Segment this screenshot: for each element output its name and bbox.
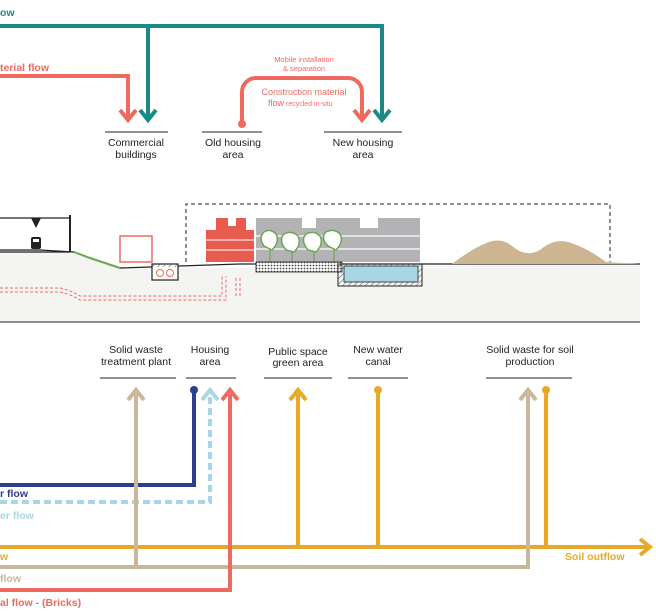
arrow-head-icon xyxy=(138,108,158,124)
teal-flow-label: ow xyxy=(0,7,15,19)
navy-flow-label: r flow xyxy=(0,488,29,500)
tan-flow xyxy=(0,386,538,569)
recycled-in-situ-label: recycled in-situ xyxy=(286,101,333,108)
coral-bricks-flow xyxy=(0,386,240,592)
tan-flow-label: flow xyxy=(0,573,22,585)
solid-waste-label-2: treatment plant xyxy=(101,356,171,368)
source-dot-icon xyxy=(238,120,246,128)
arrow-head-icon xyxy=(220,386,240,402)
navy-flow xyxy=(0,386,198,487)
water-canal xyxy=(337,263,423,287)
pink-building xyxy=(119,235,153,263)
old-housing-label: Old housing xyxy=(205,137,261,149)
public-space-label-2: green area xyxy=(273,357,324,369)
source-dot-icon xyxy=(374,386,382,394)
solid-waste-label: Solid waste xyxy=(109,344,163,356)
arrow-head-icon xyxy=(352,108,372,124)
teal-flow xyxy=(0,24,392,124)
new-housing-label-2: area xyxy=(352,149,373,161)
arrow-head-icon xyxy=(118,108,138,124)
source-dot-icon xyxy=(190,386,198,394)
arrow-head-icon xyxy=(288,386,308,402)
soil-outflow-label: Soil outflow xyxy=(565,551,625,563)
red-buildings xyxy=(206,218,254,262)
arrow-head-icon xyxy=(200,386,220,402)
new-canal-label: New water xyxy=(353,344,403,356)
coral-flow xyxy=(0,74,138,124)
coral-bricks-label: al flow - (Bricks) xyxy=(0,597,81,609)
housing-area-label: Housing xyxy=(191,344,230,356)
soil-production-label-2: production xyxy=(505,356,554,368)
lightblue-flow-label: er flow xyxy=(0,510,35,522)
soil-mound xyxy=(452,240,640,264)
new-housing-label: New housing xyxy=(333,137,394,149)
construction-material-label: Construction material xyxy=(261,87,346,97)
site-section xyxy=(0,203,640,323)
construction-flow-label: flow xyxy=(268,98,285,108)
arrow-head-icon xyxy=(518,386,538,402)
mobile-installation-label: Mobile installation xyxy=(274,55,334,64)
public-space-label: Public space xyxy=(268,346,328,358)
commercial-buildings-label-2: buildings xyxy=(115,149,156,161)
lightblue-flow xyxy=(0,386,220,504)
trees xyxy=(260,229,343,262)
arrow-head-icon xyxy=(638,537,654,557)
construction-loop xyxy=(238,76,372,128)
soil-production-label: Solid waste for soil xyxy=(486,344,574,356)
old-housing-label-2: area xyxy=(222,149,243,161)
arrow-head-icon xyxy=(372,108,392,124)
source-dot-icon xyxy=(542,386,550,394)
separation-label: & separation xyxy=(283,64,325,73)
gold-flow xyxy=(0,386,654,557)
paving-strip xyxy=(255,261,343,273)
housing-area-label-2: area xyxy=(199,356,220,368)
tram-icon xyxy=(31,237,41,249)
new-canal-label-2: canal xyxy=(365,356,390,368)
water-level-icon xyxy=(31,218,41,228)
coral-flow-label: terial flow xyxy=(0,62,50,74)
commercial-buildings-label: Commercial xyxy=(108,137,164,149)
gold-flow-label: w xyxy=(0,551,9,563)
arrow-head-icon xyxy=(126,386,146,402)
